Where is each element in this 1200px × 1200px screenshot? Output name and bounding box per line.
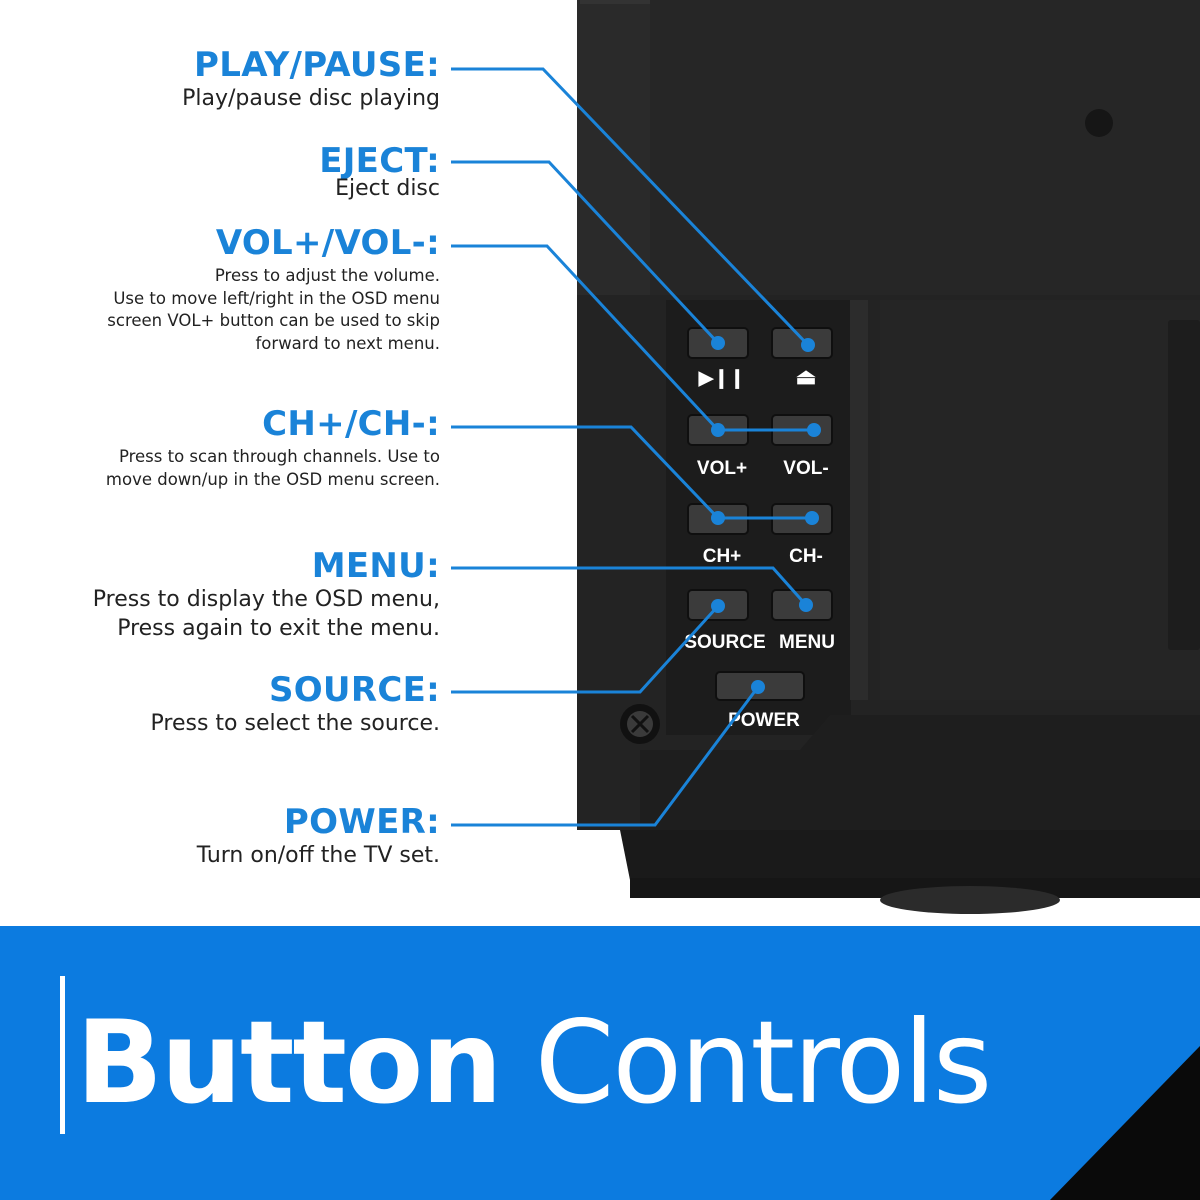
callout-desc: Turn on/off the TV set. [196,843,440,868]
callout-desc: Eject disc [335,176,440,201]
panel-label-ch-minus: CH- [789,546,823,567]
callout-title: CH+/CH-: [262,404,440,444]
callout-source: SOURCE: Press to select the source. [151,671,440,738]
callout-title: MENU: [311,546,440,586]
banner-accent-bar [60,976,65,1134]
callout-leader-lines [451,67,814,827]
callout-desc: forward to next menu. [255,333,441,353]
callout-menu: MENU: Press to display the OSD menu, Pre… [93,547,440,643]
leader-line-eject [451,160,720,345]
callout-power: POWER: Turn on/off the TV set. [197,803,440,870]
panel-label-power: POWER [728,710,800,731]
leader-line-vol [451,244,814,432]
callout-desc: screen VOL+ button can be used to skip [107,311,440,330]
page-title-bold: Button [76,996,503,1129]
leader-line-play-pause [451,67,810,347]
panel-label-vol-plus: VOL+ [697,458,747,479]
callout-desc: Use to move left/right in the OSD menu [113,288,440,308]
callout-ch: CH+/CH-: Press to scan through channels.… [106,405,440,491]
panel-label-vol-minus: VOL- [783,458,828,479]
panel-label-menu: MENU [779,632,835,653]
callout-eject: EJECT: Eject disc [319,142,440,203]
callout-title: VOL+/VOL-: [215,223,440,263]
leader-line-menu [451,566,808,606]
callout-vol: VOL+/VOL-: Press to adjust the volume. U… [107,224,440,355]
callout-desc: Press again to exit the menu. [117,616,440,641]
callout-play-pause: PLAY/PAUSE: Play/pause disc playing [182,46,440,113]
callout-desc: Press to adjust the volume. [214,266,440,285]
housing-screw-hole [1085,109,1113,137]
leader-line-ch [451,425,812,520]
panel-label-ch-plus: CH+ [703,546,742,567]
play-pause-symbol-icon: ▶❙❙ [698,368,745,389]
banner-corner-shard [1050,1046,1200,1200]
callout-title: POWER: [283,802,440,842]
callout-title: SOURCE: [268,670,440,710]
leader-line-source [451,604,720,694]
callout-desc: Press to scan through channels. Use to [118,447,440,466]
page-title: Button Controls [76,996,992,1129]
panel-label-source: SOURCE [684,632,765,653]
callout-desc: Press to display the OSD menu, [92,587,440,612]
callout-title: EJECT: [319,141,440,181]
callout-desc: Press to select the source. [150,711,440,736]
tv-rear-panel-illustration: ▶❙❙ ⏏ VOL+ VOL- CH+ CH- SOURCE MENU POWE… [451,0,1200,914]
callout-target-dots [711,336,821,694]
callout-title: PLAY/PAUSE: [194,45,440,85]
page-title-light: Controls [534,996,992,1129]
leader-line-power [451,686,760,827]
eject-symbol-icon: ⏏ [796,364,817,389]
title-banner: Button Controls [0,926,1200,1200]
callout-desc: move down/up in the OSD menu screen. [105,469,440,489]
callout-desc: Play/pause disc playing [182,86,440,111]
